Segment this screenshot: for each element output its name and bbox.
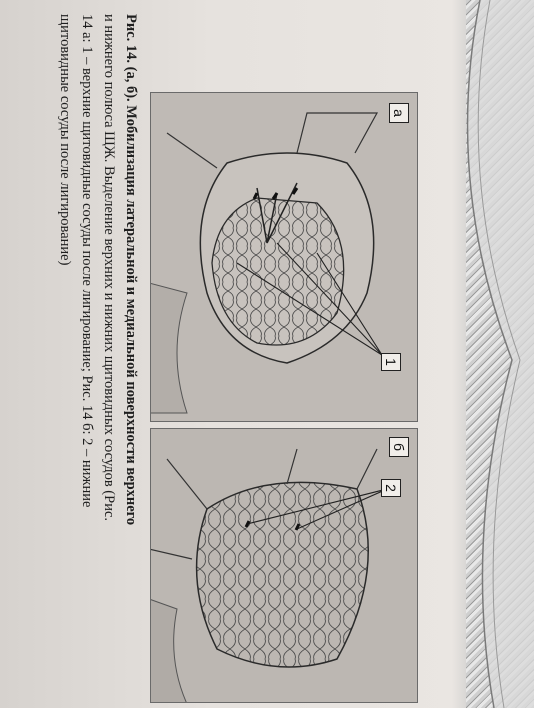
caption-line-2: и нижнего полюса ЩЖ. Выделение верхних и… bbox=[98, 14, 120, 684]
panel-label-a: а bbox=[389, 103, 409, 123]
figure-panel-b: б 2 bbox=[150, 428, 418, 703]
panel-label-b: б bbox=[389, 437, 409, 457]
thyroid-lobe-drawing-a bbox=[150, 93, 417, 422]
figure-panel-a: а 1 bbox=[150, 92, 418, 422]
caption-line-3: 14 а: 1 – верхние щитовидные сосуды посл… bbox=[76, 14, 98, 684]
figure-caption: Рис. 14. (а, б). Мобилизация латеральной… bbox=[54, 14, 142, 684]
marker-2: 2 bbox=[381, 479, 401, 497]
marker-1: 1 bbox=[381, 353, 401, 371]
caption-line-1: Рис. 14. (а, б). Мобилизация латеральной… bbox=[120, 14, 142, 684]
figure-14: а 1 б 2 bbox=[150, 92, 418, 702]
thyroid-lobe-drawing-b bbox=[150, 429, 417, 703]
caption-line-4: щитовидные сосуды после лигирование) bbox=[54, 14, 76, 684]
